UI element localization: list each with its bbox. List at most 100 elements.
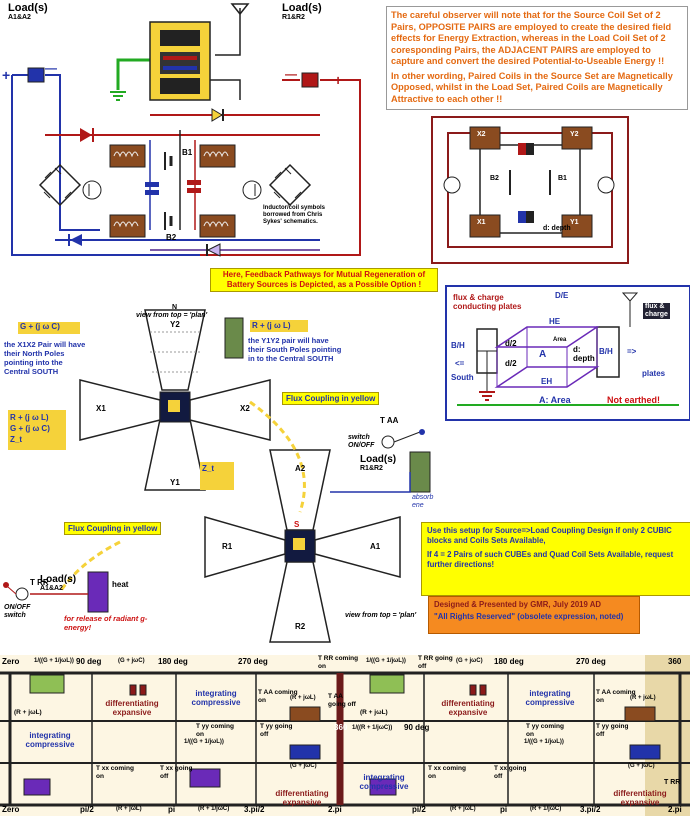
observer-note-2: In other wording, Paired Coils in the So…: [391, 70, 673, 104]
t-txx-coming-on-2: T xx coming on: [428, 765, 466, 780]
capacitor-schematic: [457, 292, 679, 406]
eh-label: EH: [541, 377, 553, 386]
t-90deg: 90 deg: [76, 657, 102, 666]
load-r-resistor: [409, 451, 431, 493]
coil-y1-label: Y1: [170, 478, 180, 487]
pole-s-label: S: [294, 520, 300, 529]
bridge-rectifier-right-icon: [268, 163, 312, 207]
load-left-title: Load(s): [8, 2, 48, 14]
t-row3-formula-2: 1/((R + 1/jωC)): [352, 725, 393, 731]
coil-r2-label: R2: [295, 622, 306, 631]
switch-icon: [381, 429, 425, 449]
transistor-right-icon: [242, 180, 262, 200]
t-tyy-coming-on-2: T yy coming on: [526, 723, 564, 738]
circuit-schematic: + + — —: [2, 3, 361, 257]
t-3pi2-2: 3.pi/2: [580, 805, 601, 814]
t-tyy-coming-on: T yy coming on: [196, 723, 234, 738]
t-g-formula: (G + jωC): [118, 658, 145, 664]
diode-icon: [211, 108, 224, 122]
t-pi: pi: [168, 805, 176, 814]
coil-a2-label: A2: [295, 464, 306, 473]
formula-r-top: R + (j ω L): [252, 321, 291, 330]
t-row2-r-formula-4: (R + jωL): [630, 695, 656, 701]
view-top-label: view from top = 'plan': [136, 312, 208, 319]
coil-y2-label: Y2: [170, 320, 180, 329]
de-label: D/E: [555, 291, 569, 300]
battery-b1-icon: [164, 152, 173, 170]
feedback-note: Here, Feedback Pathways for Mutual Regen…: [210, 268, 438, 292]
cube-b2-label: B2: [490, 175, 499, 182]
t-row3-formula-3: 1/((G + 1/jωL)): [524, 739, 564, 745]
d2-label-top: d/2: [505, 339, 517, 348]
he-label: HE: [549, 317, 561, 326]
y-pair-note: the Y1Y2 pair will have their South Pole…: [248, 336, 342, 363]
t-270deg: 270 deg: [238, 657, 268, 666]
heat-label: heat: [112, 580, 129, 589]
load-r-label: Load(s)R1&R2: [360, 454, 396, 472]
designed-by-label: Designed & Presented by GMR, July 2019 A…: [434, 600, 601, 609]
switch-label-top: switch ON/OFF: [348, 434, 375, 449]
cube-x2-label: X2: [477, 131, 486, 138]
t-r1-formula-2: 1/((G + 1/jωL)): [366, 658, 406, 664]
capacitor-diagram: flux & charge conducting plates D/E HE E…: [445, 285, 690, 421]
flux-charge-label: flux & charge conducting plates: [453, 293, 522, 311]
coil-layout-area: G + (j ω C) R + (j ω L) R + (j ω L)G + (…: [0, 292, 445, 650]
bh-right-label: B/H: [599, 347, 613, 356]
switch-icon: [3, 582, 29, 601]
a-label: A: [539, 349, 547, 360]
cube-diagram: B2 B1 d: depth X2 Y2 X1 Y1: [430, 115, 630, 265]
coil-x2: [109, 144, 146, 168]
depth-label: d: depth: [573, 345, 595, 363]
cube-b1-label: B1: [558, 175, 567, 182]
left-arrow-label: <=: [455, 359, 465, 368]
antenna-icon: [621, 292, 639, 327]
bridge-rectifier-left-icon: [38, 163, 82, 207]
observer-note-1: The careful observer will note that for …: [391, 10, 672, 66]
pole-n-label: N: [172, 304, 178, 311]
top-circuit: + + — — Load(s)A1&A2 Load(s)R1&R2 B1 B2 …: [0, 0, 380, 268]
coil-x1-label: X1: [96, 404, 106, 413]
t-tyy-going-off: T yy going off: [260, 723, 293, 738]
t-180deg-2: 180 deg: [494, 657, 524, 666]
t-txx-coming-on: T xx coming on: [96, 765, 134, 780]
svg-text:+: +: [334, 72, 342, 88]
t-r1-formula: 1/((G + 1/jωL)): [34, 658, 74, 664]
flux-coupling-label-1: Flux Coupling in yellow: [282, 392, 380, 405]
coil-y2: [199, 144, 236, 168]
transistor-left-icon: [82, 180, 102, 200]
a-area-label: A: Area: [539, 395, 571, 405]
flux-tag-line: flux &: [645, 303, 665, 310]
view-bottom-label: view from top = 'plan': [345, 612, 417, 619]
formula-stack-zt: Z_t: [10, 435, 22, 444]
cube-depth-label: d: depth: [543, 225, 571, 232]
svg-text:+: +: [2, 67, 10, 83]
t-270deg-2: 270 deg: [576, 657, 606, 666]
load-left-resistor: [27, 67, 45, 83]
credit-note: Inductor/coil symbols borrowed from Chri…: [263, 205, 326, 225]
t-int-comp-1: integrating compressive: [191, 689, 241, 707]
load-right-label: Load(s)R1&R2: [282, 2, 322, 21]
load-coil-cross: [204, 449, 401, 643]
absorb-label: absorb ene: [412, 494, 434, 509]
plates-label: plates: [642, 369, 666, 378]
formula-stack-g: G + (j ω C): [10, 424, 50, 433]
ground-icon: [479, 391, 495, 401]
t-taa-going-off: T AA going off: [328, 693, 356, 708]
setup-note-1: Use this setup for Source=>Load Coupling…: [427, 526, 672, 545]
setup-note-2: If 4 = 2 Pairs of such CUBEs and Quad Co…: [427, 550, 674, 569]
t-txx-going-off-2: T xx going off: [494, 765, 527, 780]
t-180deg: 180 deg: [158, 657, 188, 666]
t-trr-going-off: T RR going off: [418, 655, 453, 670]
d2-label-bottom: d/2: [505, 359, 517, 368]
formula-zt-mid: Z_t: [202, 464, 214, 473]
coil-r1-label: R1: [222, 542, 233, 551]
diode-icon: [206, 243, 221, 257]
t-tyy-going-off-2: T yy going off: [596, 723, 629, 738]
t-360-top: 360: [668, 657, 682, 666]
rights-label: "All Rights Reserved" (obsolete expressi…: [434, 612, 624, 621]
diode-icon: [68, 234, 82, 246]
cube-y2-label: Y2: [570, 131, 579, 138]
svg-text:—: —: [45, 61, 57, 75]
t-3pi2: 3.pi/2: [244, 805, 265, 814]
load-a-title: Load(s): [40, 574, 77, 585]
